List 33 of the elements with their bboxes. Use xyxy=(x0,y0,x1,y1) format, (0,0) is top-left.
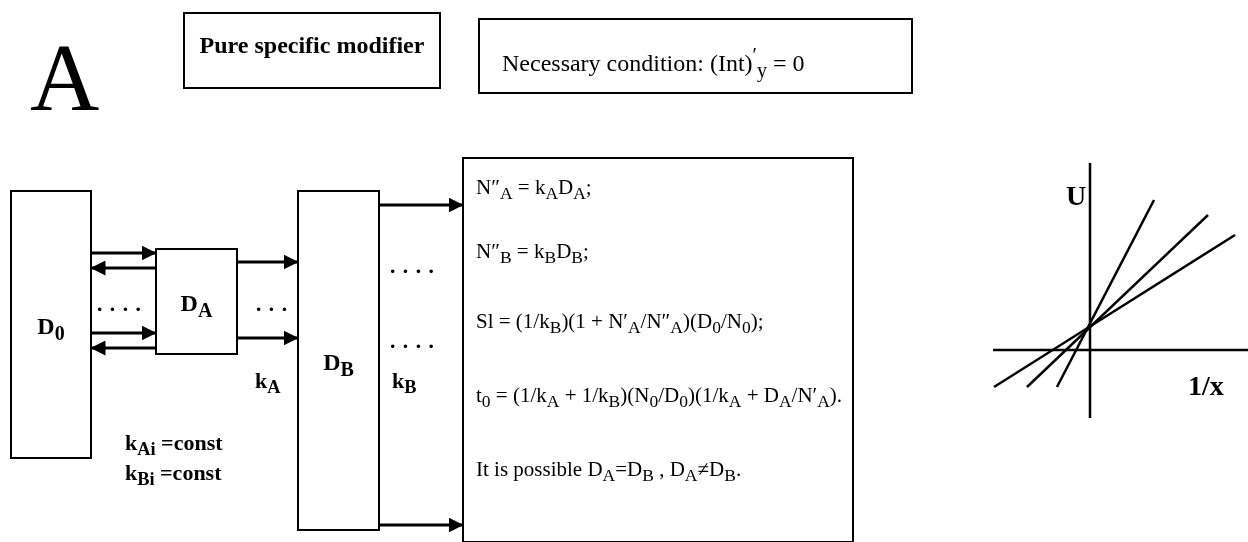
arrow xyxy=(238,254,299,270)
title-box xyxy=(183,12,441,89)
formula-text: t$_{0}$ = (1/k$_{A}$ + 1/k$_{B}$)(N$_{0}$/D$_{0}$)(1/k$_{A}$ + D$_{A}$/N′$_{A}$). xyxy=(476,383,843,413)
ellipsis-dots: · · · · xyxy=(96,296,142,322)
process-box xyxy=(155,248,238,355)
condition-box xyxy=(478,18,913,94)
condition-text: k$_{Bi}$ =const xyxy=(125,460,222,491)
node-label: Necessary condition: (Int)$^{′}$$_{y}$ = 0 xyxy=(502,44,805,82)
axis-label: 1/x xyxy=(1188,370,1224,402)
node-label: Pure specific modifier xyxy=(198,32,426,59)
note-text: It is possible D$_{A}$=D$_{B}$ , D$_{A}$≠D$_{B}$. xyxy=(476,457,742,487)
panel-letter: A xyxy=(30,23,100,133)
node-label: D$_{B}$ xyxy=(322,348,355,381)
ellipsis-dots: · · · · xyxy=(389,333,435,359)
arrow xyxy=(92,245,157,261)
ellipsis-dots: · · · xyxy=(255,296,288,322)
condition-text: k$_{Ai}$ =const xyxy=(125,430,223,461)
rate-label: k$_{A}$ xyxy=(255,368,281,399)
axis-label: U xyxy=(1066,180,1087,212)
node-label: D$_{0}$ xyxy=(36,312,66,345)
process-box xyxy=(297,190,380,531)
formula-text: Sl = (1/k$_{B}$)(1 + N′$_{A}$/N″$_{A}$)(D$_{0}$/N$_{0}$); xyxy=(476,309,764,339)
formula-text: N″$_{A}$ = k$_{A}$D$_{A}$; xyxy=(476,175,592,205)
arrow xyxy=(238,330,299,346)
formula-box xyxy=(462,157,854,542)
node-label: D$_{A}$ xyxy=(179,289,214,322)
ellipsis-dots: · · · · xyxy=(389,258,435,284)
arrow xyxy=(92,325,157,341)
arrow xyxy=(380,197,464,213)
rate-label: k$_{B}$ xyxy=(392,368,417,399)
arrow xyxy=(380,517,464,533)
formula-text: N″$_{B}$ = k$_{B}$D$_{B}$; xyxy=(476,239,589,269)
process-box xyxy=(10,190,92,459)
